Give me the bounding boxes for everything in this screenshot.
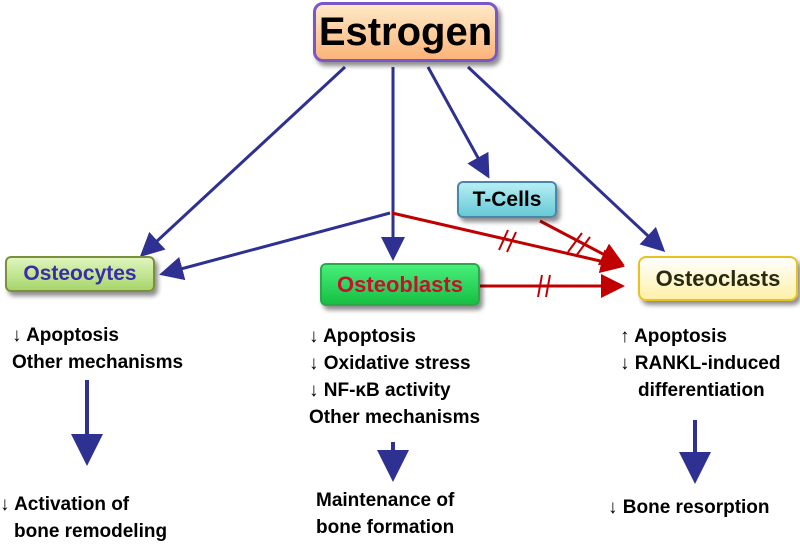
osteoclasts-effects: ↑ Apoptosis ↓ RANKL-induced differentiat…	[620, 323, 780, 404]
outcome-line: bone formation	[316, 517, 455, 538]
effect-line: Other mechanisms	[12, 352, 184, 373]
tcells-node: T-Cells	[457, 181, 557, 218]
osteoclasts-node: Osteoclasts	[638, 256, 798, 301]
effect-line: ↓ Apoptosis	[309, 326, 416, 347]
inhibition-marks	[498, 229, 591, 298]
arrow-estrogen-to-osteocytes	[139, 65, 347, 258]
osteoblasts-effects: ↓ Apoptosis ↓ Oxidative stress ↓ NF-κB a…	[309, 323, 480, 431]
effect-line: differentiation	[638, 380, 765, 401]
effect-line: ↓ Apoptosis	[12, 325, 119, 346]
effect-line: ↓ Oxidative stress	[309, 353, 471, 374]
osteoclasts-label: Osteoclasts	[655, 265, 781, 291]
estrogen-node: Estrogen	[313, 2, 498, 62]
outcome-line: Maintenance of	[316, 490, 455, 511]
osteoclasts-outcome: ↓ Bone resorption	[608, 494, 770, 521]
effect-line: ↓ RANKL-induced	[620, 353, 781, 374]
arrow-hub-to-osteoclasts	[391, 211, 625, 273]
effect-line: ↓ NF-κB activity	[309, 380, 451, 401]
outcome-line: ↓ Activation of	[0, 494, 130, 515]
estrogen-label: Estrogen	[318, 9, 493, 54]
outcome-line: ↓ Bone resorption	[608, 497, 770, 518]
osteocytes-outcome: ↓ Activation of bone remodeling	[0, 491, 167, 545]
arrow-estrogen-to-osteoclasts	[466, 65, 666, 253]
osteocytes-node: Osteocytes	[5, 256, 155, 292]
osteoblasts-label: Osteoblasts	[337, 271, 463, 297]
effect-line: ↑ Apoptosis	[620, 326, 727, 347]
osteoblasts-outcome: Maintenance of bone formation	[316, 487, 454, 541]
tcells-label: T-Cells	[472, 187, 542, 211]
osteoblasts-node: Osteoblasts	[320, 263, 480, 306]
arrow-hub-to-osteocytes	[159, 211, 391, 281]
arrow-tcells-to-osteoclasts	[539, 219, 625, 266]
osteocytes-label: Osteocytes	[23, 262, 137, 285]
effect-line: Other mechanisms	[309, 407, 481, 428]
outcome-line: bone remodeling	[14, 521, 168, 542]
osteocytes-effects: ↓ Apoptosis Other mechanisms	[12, 322, 183, 376]
arrow-estrogen-to-tcells	[426, 66, 490, 179]
